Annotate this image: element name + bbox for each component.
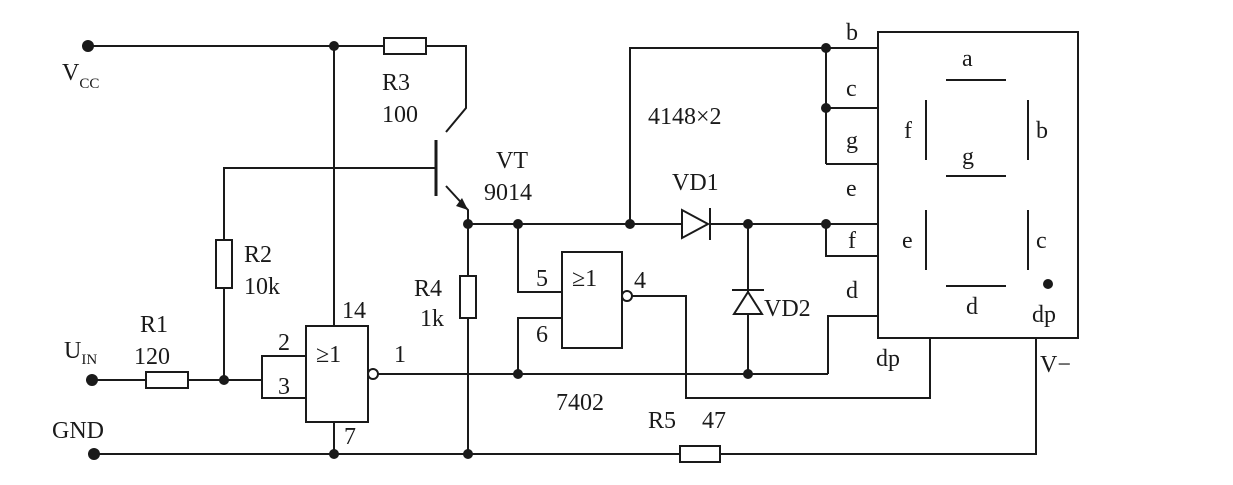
diode-part-label: 4148×2 xyxy=(648,104,722,130)
gate2-pin6: 6 xyxy=(536,322,548,348)
pin-label-f: f xyxy=(848,228,856,254)
junction-dot xyxy=(219,375,229,385)
diode-vd1 xyxy=(681,208,711,240)
gnd-terminal xyxy=(88,448,100,460)
uin-terminal xyxy=(86,374,98,386)
diode-vd2 xyxy=(732,289,764,315)
r3-value: 100 xyxy=(382,102,418,128)
resistor-r3 xyxy=(383,37,427,55)
seg-label-a: a xyxy=(962,46,973,72)
pin-label-c: c xyxy=(846,76,857,102)
gate1-pin1: 1 xyxy=(394,342,406,368)
r3-name: R3 xyxy=(382,70,410,96)
inverter-bubble-icon xyxy=(621,290,633,302)
inverter-bubble-icon xyxy=(367,368,379,380)
junction-dot xyxy=(463,219,473,229)
seg-label-f: f xyxy=(904,118,912,144)
resistor-r5 xyxy=(679,445,721,463)
transistor-vt xyxy=(434,140,468,210)
r1-name: R1 xyxy=(140,312,168,338)
seg-label-b: b xyxy=(1036,118,1048,144)
gate2-pin5: 5 xyxy=(536,266,548,292)
gate1-pin3: 3 xyxy=(278,374,290,400)
gate1-pin14: 14 xyxy=(342,298,366,324)
pin-label-g: g xyxy=(846,128,858,154)
emitter-arrow-icon xyxy=(456,198,468,210)
gate1-pin7: 7 xyxy=(344,424,356,450)
gate2-symbol: ≥1 xyxy=(572,266,597,292)
junction-dot xyxy=(821,43,831,53)
junction-dot xyxy=(513,369,523,379)
pin-label-dp: dp xyxy=(876,346,900,372)
pin-label-b: b xyxy=(846,20,858,46)
gate2-pin4: 4 xyxy=(634,268,646,294)
nor-gate-2 xyxy=(561,251,633,349)
vcc-terminal xyxy=(82,40,94,52)
seg-label-e: e xyxy=(902,228,913,254)
seg-label-d: d xyxy=(966,294,978,320)
chip-7402-label: 7402 xyxy=(556,390,604,416)
nor-gate-1 xyxy=(305,325,379,423)
segment-dp xyxy=(1043,279,1053,289)
r2-name: R2 xyxy=(244,242,272,268)
r5-value: 47 xyxy=(702,408,726,434)
junction-dot xyxy=(625,219,635,229)
vt-part: 9014 xyxy=(484,180,532,206)
junctions xyxy=(82,40,831,460)
gnd-label: GND xyxy=(52,418,104,444)
r5-name: R5 xyxy=(648,408,676,434)
vd1-label: VD1 xyxy=(672,170,719,196)
resistor-r2 xyxy=(215,239,233,289)
gate1-symbol: ≥1 xyxy=(316,342,341,368)
junction-dot xyxy=(821,219,831,229)
uin-label: UIN xyxy=(64,338,97,368)
r4-value: 1k xyxy=(420,306,444,332)
junction-dot xyxy=(513,219,523,229)
seg-label-g: g xyxy=(962,144,974,170)
vminus-label: V− xyxy=(1040,352,1071,378)
seven-segment-display xyxy=(877,31,1079,339)
r2-value: 10k xyxy=(244,274,280,300)
junction-dot xyxy=(463,449,473,459)
gate1-pin2: 2 xyxy=(278,330,290,356)
junction-dot xyxy=(329,449,339,459)
junction-dot xyxy=(743,219,753,229)
pin-label-d: d xyxy=(846,278,858,304)
junction-dot xyxy=(821,103,831,113)
seg-label-c: c xyxy=(1036,228,1047,254)
r4-name: R4 xyxy=(414,276,442,302)
vcc-label: VCC xyxy=(62,60,99,92)
junction-dot xyxy=(743,369,753,379)
resistor-r4 xyxy=(459,275,477,319)
r1-value: 120 xyxy=(134,344,170,370)
vd2-label: VD2 xyxy=(764,296,811,322)
vt-name: VT xyxy=(496,148,528,174)
junction-dot xyxy=(329,41,339,51)
resistor-r1 xyxy=(145,371,189,389)
pin-label-e: e xyxy=(846,176,857,202)
seg-label-dp: dp xyxy=(1032,302,1056,328)
